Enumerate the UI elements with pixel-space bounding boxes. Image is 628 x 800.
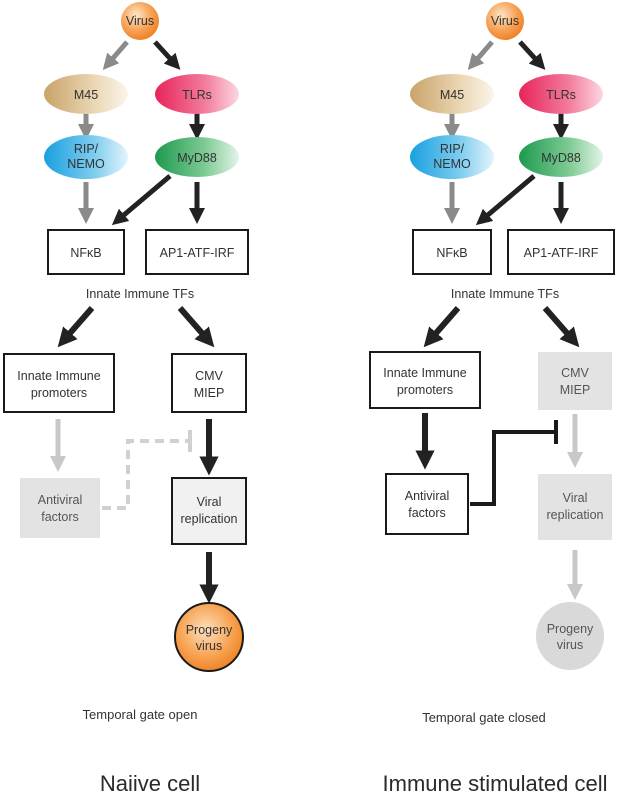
progeny-label-line2: virus [557,638,583,652]
innate-tf-label: Innate Immune TFs [86,287,194,301]
arrow-virus-to-m45 [467,40,494,71]
rip-nemo-node: RIP/ NEMO [44,135,128,179]
arrow-virus-to-tlrs [153,40,181,70]
panel-immune: Virus M45 TLRs RIP/ NEMO MyD88 NFκB AP1-… [369,2,615,796]
rip-label-line2: NEMO [67,157,105,171]
m45-node: M45 [410,74,494,114]
viral-replication-box: Viral replication [171,477,247,545]
innate-label-line1: Innate Immune [383,366,466,380]
caption-naive: Temporal gate open [83,707,198,722]
nfkb-box: NFκB [412,229,492,275]
title-immune: Immune stimulated cell [383,771,608,796]
arrow-tf-to-innate [423,306,461,348]
viral-label-line1: Viral [197,495,222,509]
antiviral-label-line1: Antiviral [405,489,449,503]
progeny-virus-node: Progeny virus [536,602,604,670]
innate-promoters-box: Innate Immune promoters [3,353,115,413]
antiviral-label-line1: Antiviral [38,493,82,507]
cmv-miep-box: CMV MIEP [538,352,612,410]
progeny-label-line1: Progeny [186,623,233,637]
antiviral-label-line2: factors [408,506,446,520]
virus-label: Virus [491,14,519,28]
title-naive: Naiive cell [100,771,200,796]
inhibit-antiviral-to-cmv-dashed [102,439,188,510]
arrow-tf-to-innate [57,306,95,348]
antiviral-label-line2: factors [41,510,79,524]
viral-label-line2: replication [181,512,238,526]
rip-label-line1: RIP/ [440,142,465,156]
cmv-label-line2: MIEP [560,383,591,397]
ap1-label: AP1-ATF-IRF [160,246,235,260]
arrow-myd88-to-nfkb [475,174,536,226]
m45-node: M45 [44,74,128,114]
m45-label: M45 [74,88,98,102]
virus-label: Virus [126,14,154,28]
virus-node: Virus [486,2,524,40]
arrow-tf-to-cmv [177,306,215,348]
arrow-tf-to-cmv [542,306,580,348]
innate-tf-label: Innate Immune TFs [451,287,559,301]
cmv-label-line1: CMV [195,369,223,383]
arrow-myd88-to-nfkb [111,174,172,226]
immune-arrows [415,40,584,601]
antiviral-factors-box: Antiviral factors [385,473,469,535]
ap1-box: AP1-ATF-IRF [507,229,615,275]
tlrs-node: TLRs [155,74,239,114]
tlrs-label: TLRs [182,88,212,102]
cmv-label-line1: CMV [561,366,589,380]
nfkb-label: NFκB [70,246,101,260]
ap1-label: AP1-ATF-IRF [524,246,599,260]
myd88-node: MyD88 [519,137,603,177]
arrow-virus-to-m45 [102,40,129,71]
rip-label-line1: RIP/ [74,142,99,156]
innate-promoters-box: Innate Immune promoters [369,351,481,409]
naive-arrows [49,40,219,604]
rip-nemo-node: RIP/ NEMO [410,135,494,179]
rip-label-line2: NEMO [433,157,471,171]
tlrs-label: TLRs [546,88,576,102]
virus-node: Virus [121,2,159,40]
antiviral-factors-box: Antiviral factors [20,478,100,538]
tlrs-node: TLRs [519,74,603,114]
ap1-box: AP1-ATF-IRF [145,229,249,275]
caption-immune: Temporal gate closed [422,710,546,725]
arrow-virus-to-tlrs [518,40,546,70]
progeny-label-line2: virus [196,639,222,653]
cmv-label-line2: MIEP [194,386,225,400]
inhibit-antiviral-to-cmv-solid [470,430,554,506]
innate-label-line1: Innate Immune [17,369,100,383]
myd88-node: MyD88 [155,137,239,177]
myd88-label: MyD88 [177,151,217,165]
progeny-label-line1: Progeny [547,622,594,636]
viral-replication-box: Viral replication [538,474,612,540]
viral-label-line1: Viral [563,491,588,505]
nfkb-box: NFκB [47,229,125,275]
panel-naive: Virus M45 TLRs RIP/ NEMO MyD88 NFκB AP1-… [3,2,249,796]
innate-label-line2: promoters [397,383,453,397]
m45-label: M45 [440,88,464,102]
nfkb-label: NFκB [436,246,467,260]
cmv-miep-box: CMV MIEP [171,353,247,413]
progeny-virus-node: Progeny virus [174,602,244,672]
viral-label-line2: replication [547,508,604,522]
innate-label-line2: promoters [31,386,87,400]
myd88-label: MyD88 [541,151,581,165]
